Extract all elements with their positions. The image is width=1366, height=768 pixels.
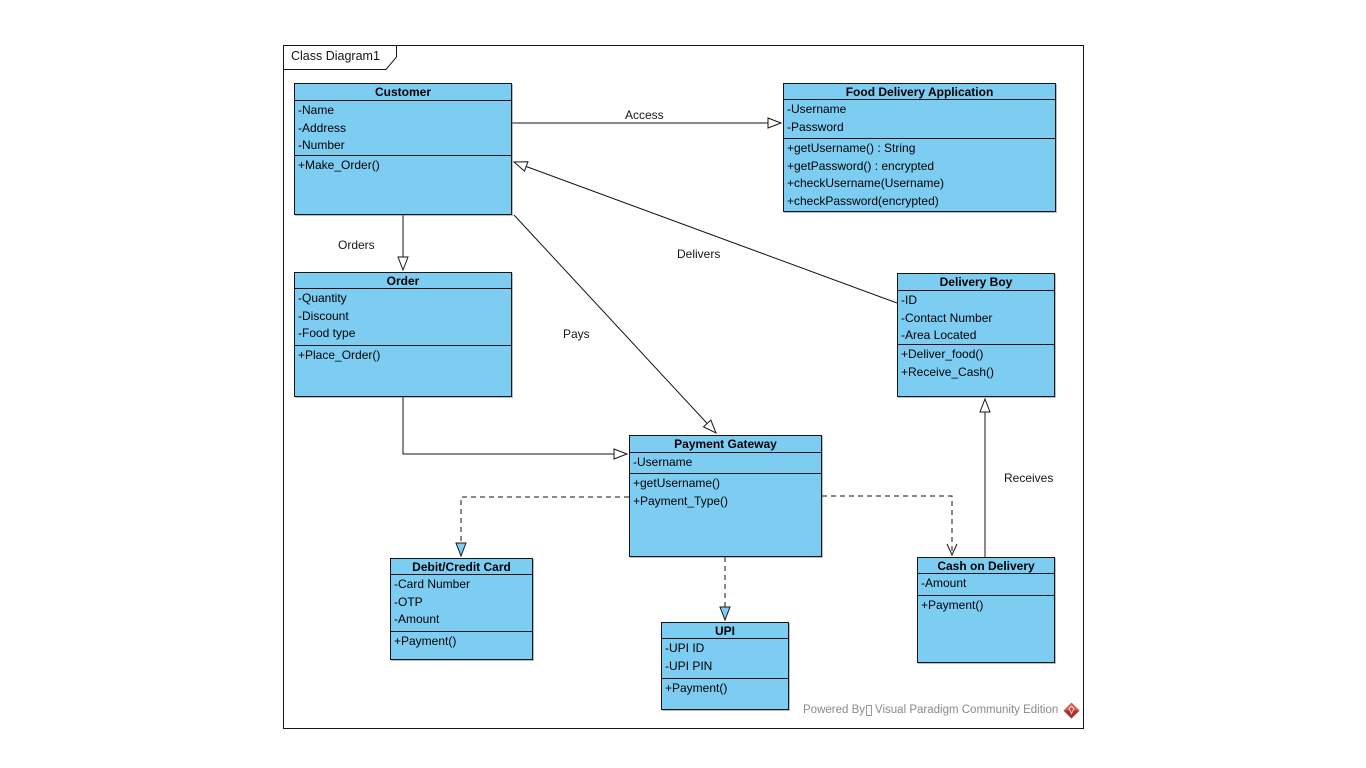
operation: +checkPassword(encrypted)	[787, 193, 939, 208]
attribute: -Username	[787, 102, 847, 116]
attribute: -Amount	[394, 612, 440, 626]
edge-label-delivers: Delivers	[677, 247, 721, 261]
attribute: -Username	[633, 455, 693, 469]
class-attributes: -ID -Contact Number -Area Located	[898, 291, 1054, 344]
edge-label-receives: Receives	[1004, 471, 1054, 485]
attribute: -OTP	[394, 594, 423, 609]
operation: +Payment()	[394, 634, 457, 648]
class-attributes: -Card Number -OTP -Amount	[391, 575, 532, 631]
edition-text: Visual Paradigm Community Edition	[875, 704, 1059, 716]
attribute: -Area Located	[901, 328, 977, 342]
class-food-delivery-application[interactable]: Food Delivery Application -Username -Pas…	[783, 83, 1056, 212]
class-operations: +Make_Order()	[295, 155, 511, 214]
class-attributes: -Username	[630, 453, 821, 473]
class-cash-on-delivery[interactable]: Cash on Delivery -Amount +Payment()	[917, 557, 1055, 663]
class-payment-gateway[interactable]: Payment Gateway -Username +getUsername()…	[629, 435, 822, 557]
attribute: -Discount	[298, 308, 349, 323]
edge-label-access: Access	[625, 108, 664, 122]
class-operations: +Deliver_food() +Receive_Cash()	[898, 344, 1054, 396]
class-upi[interactable]: UPI -UPI ID -UPI PIN +Payment()	[661, 622, 789, 710]
diagram-frame-tab	[283, 45, 397, 70]
operation: +Payment_Type()	[633, 493, 729, 508]
class-title: Food Delivery Application	[784, 84, 1055, 100]
operation: +getPassword() : encrypted	[787, 158, 935, 173]
attribute: -UPI ID	[665, 641, 705, 655]
operation: +Deliver_food()	[901, 347, 984, 361]
attribute: -Number	[298, 138, 345, 152]
class-customer[interactable]: Customer -Name -Address -Number +Make_Or…	[294, 83, 512, 215]
class-operations: +getUsername() : String +getPassword() :…	[784, 138, 1055, 211]
class-title: Customer	[295, 84, 511, 101]
attribute: -Name	[298, 103, 335, 117]
class-title: Cash on Delivery	[918, 558, 1054, 574]
class-title: Debit/Credit Card	[391, 559, 532, 575]
class-debit-credit-card[interactable]: Debit/Credit Card -Card Number -OTP -Amo…	[390, 558, 533, 660]
attribute: -Contact Number	[901, 310, 993, 325]
attribute: -Password	[787, 119, 844, 134]
operation: +getUsername() : String	[787, 141, 916, 155]
class-title: Order	[295, 273, 511, 289]
attribute: -UPI PIN	[665, 658, 713, 673]
missing-glyph-box	[866, 704, 873, 716]
attribute: -ID	[901, 293, 917, 307]
powered-by-text: Powered By	[803, 704, 866, 716]
class-attributes: -Quantity -Discount -Food type	[295, 289, 511, 345]
operation: +Make_Order()	[298, 158, 380, 172]
operation: +getUsername()	[633, 476, 721, 490]
class-attributes: -Amount	[918, 574, 1054, 595]
class-attributes: -Username -Password	[784, 100, 1055, 138]
operation: +Receive_Cash()	[901, 364, 995, 379]
attribute: -Address	[298, 120, 347, 135]
class-attributes: -Name -Address -Number	[295, 101, 511, 155]
attribute: -Amount	[921, 576, 967, 590]
class-operations: +Payment()	[391, 631, 532, 659]
class-operations: +Payment()	[918, 595, 1054, 662]
operation: +Place_Order()	[298, 348, 381, 362]
edge-label-orders: Orders	[338, 238, 375, 252]
powered-by-footer: Powered By Visual Paradigm Community Edi…	[803, 701, 1080, 719]
class-operations: +Payment()	[662, 678, 788, 709]
attribute: -Card Number	[394, 577, 471, 591]
class-title: Delivery Boy	[898, 274, 1054, 291]
class-delivery-boy[interactable]: Delivery Boy -ID -Contact Number -Area L…	[897, 273, 1055, 397]
class-attributes: -UPI ID -UPI PIN	[662, 639, 788, 678]
attribute: -Quantity	[298, 291, 347, 305]
diagram-title: Class Diagram1	[291, 49, 380, 63]
edge-label-pays: Pays	[563, 327, 590, 341]
operation: +Payment()	[921, 598, 984, 612]
operation: +checkUsername(Username)	[787, 176, 945, 190]
class-operations: +Place_Order()	[295, 345, 511, 396]
attribute: -Food type	[298, 326, 356, 340]
class-title: Payment Gateway	[630, 436, 821, 453]
visual-paradigm-logo-icon	[1063, 702, 1080, 718]
operation: +Payment()	[665, 681, 728, 695]
class-title: UPI	[662, 623, 788, 639]
diagram-frame	[283, 45, 1084, 729]
class-order[interactable]: Order -Quantity -Discount -Food type +Pl…	[294, 272, 512, 397]
class-operations: +getUsername() +Payment_Type()	[630, 473, 821, 556]
